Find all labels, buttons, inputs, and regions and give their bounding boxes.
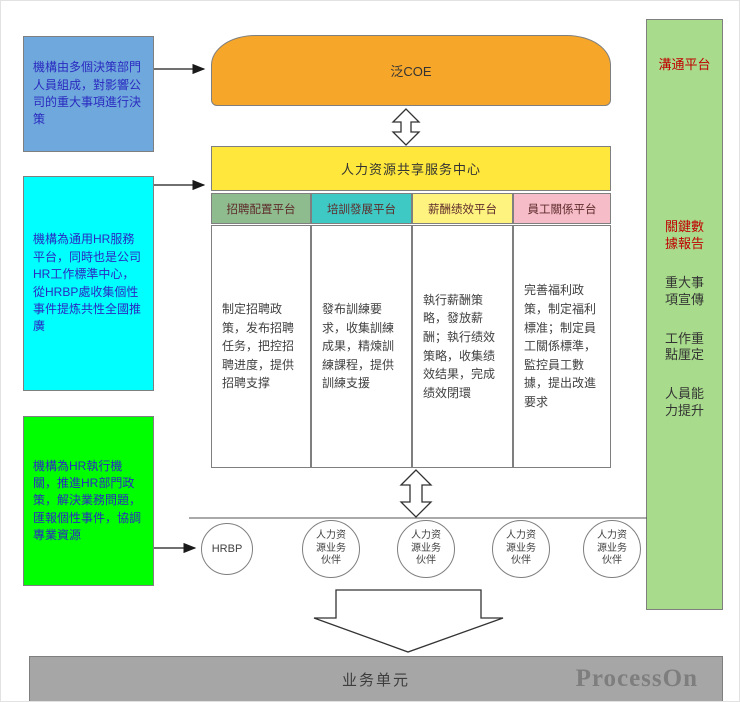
business-unit-bar: 业务单元 ProcessOn bbox=[29, 656, 723, 701]
note-hrbp-text: 機構為HR執行機關，推進HR部門政策，解決業務問題，匯報個性事件，協調專業資源 bbox=[33, 458, 142, 543]
shared-service-center-label: 人力资源共享服务中心 bbox=[340, 162, 481, 177]
hrbp-circle: HRBP bbox=[201, 523, 253, 575]
hr-partner-circle-2: 人力资源业务伙伴 bbox=[397, 520, 455, 578]
communication-panel: 溝通平台 關鍵數據報告 重大事項宣傳 工作重點厘定 人員能力提升 bbox=[646, 19, 723, 610]
hr-partner-circle-1: 人力资源业务伙伴 bbox=[302, 520, 360, 578]
note-ssc-description: 機構為通用HR服務平台，同時也是公司HR工作標準中心，從HRBP處收集個性事件提… bbox=[23, 176, 154, 391]
hr-partner-circle-label: 人力资源业务伙伴 bbox=[316, 530, 346, 567]
hr-partner-circle-label: 人力资源业务伙伴 bbox=[506, 530, 536, 567]
panel-item-capability-improvement: 人員能力提升 bbox=[664, 386, 704, 419]
platform-body-text: 制定招聘政策，发布招聘任务，把控招聘进度，提供招聘支撑 bbox=[222, 302, 295, 391]
panel-item-major-event-promo: 重大事項宣傳 bbox=[664, 274, 704, 307]
business-unit-label: 业务单元 bbox=[341, 671, 410, 689]
platform-body-text: 完善福利政策，制定福利標准；制定員工關係標準，監控員工數據，提出改進要求 bbox=[524, 283, 597, 409]
panel-item-work-focus: 工作重點厘定 bbox=[664, 330, 704, 363]
platform-header-label: 培訓發展平台 bbox=[327, 203, 396, 216]
platform-body-recruitment: 制定招聘政策，发布招聘任务，把控招聘进度，提供招聘支撑 bbox=[211, 225, 311, 468]
communication-panel-title: 溝通平台 bbox=[658, 57, 711, 72]
platform-header-training: 培訓發展平台 bbox=[311, 193, 412, 224]
shared-service-center-shape: 人力资源共享服务中心 bbox=[211, 146, 611, 191]
platform-header-label: 薪酬绩效平台 bbox=[428, 203, 497, 216]
double-arrow-coe-ssc bbox=[391, 108, 421, 146]
communication-panel-items: 關鍵數據報告 重大事項宣傳 工作重點厘定 人員能力提升 bbox=[662, 219, 707, 420]
platform-body-text: 發布訓練要求，收集訓練成果，精煉訓練課程，提供訓練支援 bbox=[322, 302, 395, 391]
platform-header-label: 員工關係平台 bbox=[527, 203, 597, 216]
hr-partner-circle-label: 人力资源业务伙伴 bbox=[411, 530, 441, 567]
platform-body-text: 執行薪酬策略，發放薪酬；執行绩效策略，收集绩效结果，完成绩效閉環 bbox=[423, 292, 496, 400]
platform-header-label: 招聘配置平台 bbox=[226, 203, 296, 216]
note-hrbp-description: 機構為HR執行機關，推進HR部門政策，解決業務問題，匯報個性事件，協調專業資源 bbox=[23, 416, 154, 586]
coe-label: 泛COE bbox=[390, 64, 432, 79]
hr-partner-circle-3: 人力资源业务伙伴 bbox=[492, 520, 550, 578]
platform-body-compensation: 執行薪酬策略，發放薪酬；執行绩效策略，收集绩效结果，完成绩效閉環 bbox=[412, 225, 513, 468]
hrbp-circle-label: HRBP bbox=[211, 543, 243, 555]
coe-shape: 泛COE bbox=[211, 35, 611, 106]
platform-body-employee-relations: 完善福利政策，制定福利標准；制定員工關係標準，監控員工數據，提出改進要求 bbox=[513, 225, 611, 468]
hr-partner-circle-4: 人力资源业务伙伴 bbox=[583, 520, 641, 578]
processon-watermark: ProcessOn bbox=[575, 665, 698, 692]
panel-item-key-data-report: 關鍵數據報告 bbox=[664, 219, 704, 251]
note-coe-description: 機構由多個決策部門人員組成，對影響公司的重大事項進行決策 bbox=[23, 36, 154, 152]
platform-header-employee-relations: 員工關係平台 bbox=[513, 193, 611, 224]
platform-body-training: 發布訓練要求，收集訓練成果，精煉訓練課程，提供訓練支援 bbox=[311, 225, 412, 468]
hr-partner-circle-label: 人力资源业务伙伴 bbox=[597, 530, 627, 567]
note-ssc-text: 機構為通用HR服務平台，同時也是公司HR工作標準中心，從HRBP處收集個性事件提… bbox=[33, 232, 142, 334]
platform-header-recruitment: 招聘配置平台 bbox=[211, 193, 311, 224]
note-coe-text: 機構由多個決策部門人員組成，對影響公司的重大事項進行決策 bbox=[33, 60, 142, 127]
block-arrow-to-business-unit bbox=[313, 589, 504, 653]
platform-header-compensation: 薪酬绩效平台 bbox=[412, 193, 513, 224]
double-arrow-ssc-bp bbox=[399, 469, 433, 518]
